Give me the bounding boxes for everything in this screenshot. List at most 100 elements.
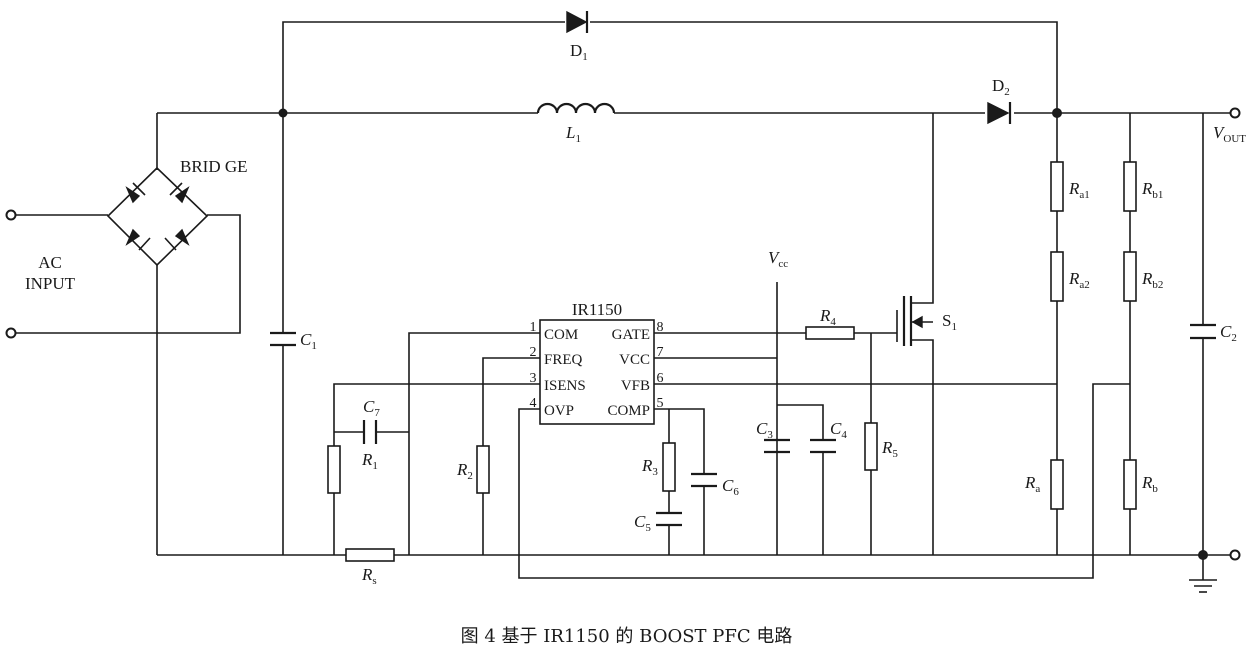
ic-name: IR1150	[572, 300, 622, 319]
resistor-r2	[476, 445, 490, 494]
resistor-rb	[1123, 459, 1137, 510]
wire-pin5	[654, 408, 705, 555]
ic-body	[539, 319, 655, 425]
rb1-label: Rb1	[1141, 179, 1163, 201]
resistor-ra1	[1050, 161, 1064, 212]
ic-pin-label: ISENS	[544, 378, 586, 394]
c4-label: C4	[830, 419, 847, 441]
r4-label: R4	[819, 306, 836, 328]
resistor-ra2	[1050, 251, 1064, 302]
wire-ac-input	[14, 214, 241, 334]
capacitor-c4	[810, 438, 836, 454]
figure-caption: 图 4 基于 IR1150 的 BOOST PFC 电路	[460, 626, 793, 647]
ac-terminal-top	[5, 209, 17, 221]
c3-label: C3	[756, 419, 773, 441]
vcc-label: Vcc	[768, 248, 788, 270]
ra2-label: Ra2	[1068, 269, 1090, 291]
ground-symbol	[1189, 579, 1217, 593]
ra-label: Ra	[1024, 473, 1040, 495]
ic-pin-label: VFB	[621, 378, 650, 394]
ic-pin-label: OVP	[544, 403, 574, 419]
ic-pin-label: FREQ	[544, 352, 583, 368]
wire-pin4-ovp	[518, 383, 1130, 579]
wire-gate	[654, 310, 898, 342]
r3-label: R3	[641, 456, 658, 478]
ic-pin-number: 7	[657, 345, 664, 360]
bridge-diode-3	[125, 228, 151, 251]
inductor-l1	[536, 102, 616, 114]
mosfet-s1	[902, 296, 933, 346]
ic-pin-label: COM	[544, 327, 578, 343]
bridge-outline	[106, 166, 209, 267]
ic-pin-number: 6	[657, 371, 664, 386]
junction-dot	[1198, 550, 1208, 560]
capacitor-c3	[764, 438, 790, 454]
terminals	[5, 107, 1241, 561]
component-labels: BRID GE AC INPUT D1 D2 L1 VOUT Vcc S1 C1…	[25, 41, 1246, 587]
ic-ir1150: IR1150 COM FREQ ISENS OVP GATE VCC VFB C…	[530, 300, 664, 425]
l1-label: L1	[565, 123, 581, 145]
c6-label: C6	[722, 476, 739, 498]
wires	[14, 21, 1230, 580]
wire-main-rail	[156, 112, 1230, 170]
resistor-r3	[662, 442, 676, 492]
junction-dot	[278, 108, 288, 118]
c2-label: C2	[1220, 322, 1237, 344]
capacitor-c1	[270, 331, 296, 347]
capacitor-c2	[1190, 323, 1216, 340]
resistor-r4	[805, 326, 855, 340]
diode-d2	[987, 101, 1012, 125]
d1-label: D1	[570, 41, 588, 63]
ic-pin-label: VCC	[619, 352, 650, 368]
resistor-rb1	[1123, 161, 1137, 212]
r1-label: R1	[361, 450, 378, 472]
resistor-r5	[864, 422, 878, 471]
bridge-diode-4	[164, 228, 190, 251]
c5-label: C5	[634, 512, 651, 534]
d2-label: D2	[992, 76, 1010, 98]
wire-mosfet-drain	[910, 113, 934, 555]
resistor-rs	[345, 548, 395, 562]
vout-label: VOUT	[1213, 123, 1246, 145]
resistor-rb2	[1123, 251, 1137, 302]
junction-dot	[1052, 108, 1062, 118]
c1-label: C1	[300, 330, 317, 352]
ic-pin-label: COMP	[607, 403, 650, 419]
diode-d1	[566, 10, 589, 34]
ac-terminal-bottom	[5, 327, 17, 339]
bridge-diode-1	[125, 182, 146, 204]
r2-label: R2	[456, 460, 473, 482]
wire-c3-c4	[777, 404, 824, 555]
rb-label: Rb	[1141, 473, 1158, 495]
rb2-label: Rb2	[1141, 269, 1163, 291]
bridge-rectifier	[106, 166, 209, 267]
ic-pin-label: GATE	[612, 327, 650, 343]
ground-terminal	[1229, 549, 1241, 561]
resistors	[327, 161, 1137, 562]
capacitor-c7	[362, 420, 378, 444]
resistor-r1	[327, 445, 341, 494]
ac-input-label-line2: INPUT	[25, 274, 76, 293]
r5-label: R5	[881, 438, 898, 460]
ic-pin-number: 2	[530, 345, 537, 360]
ic-pin-number: 3	[530, 371, 537, 386]
ac-input-label-line1: AC	[38, 253, 62, 272]
bridge-label: BRID GE	[180, 157, 248, 176]
wire-d1-loop	[282, 21, 1058, 113]
junctions	[278, 108, 1208, 560]
ra1-label: Ra1	[1068, 179, 1090, 201]
resistor-ra	[1050, 459, 1064, 510]
wire-pin1	[408, 332, 540, 555]
capacitor-c5	[656, 511, 682, 527]
c7-label: C7	[363, 397, 380, 419]
vout-terminal	[1229, 107, 1241, 119]
bridge-diode-2	[169, 182, 190, 204]
wire-pin2	[482, 357, 540, 555]
s1-label: S1	[942, 311, 957, 333]
capacitor-c6	[691, 472, 717, 488]
ic-pin-number: 4	[530, 396, 537, 411]
ic-pin-number: 5	[657, 396, 664, 411]
wire-pin3	[333, 383, 540, 555]
rs-label: Rs	[361, 565, 377, 587]
